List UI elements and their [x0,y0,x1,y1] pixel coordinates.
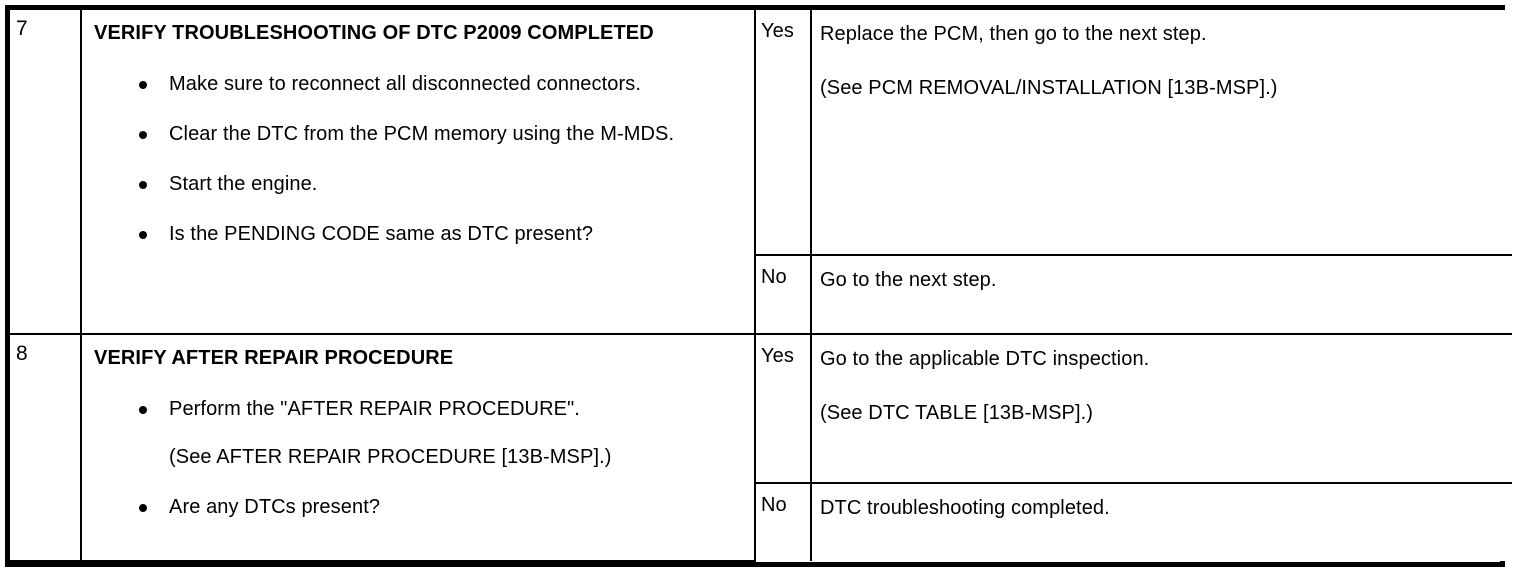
result-label: Yes [761,20,794,42]
step-number: 8 [16,342,28,366]
result-text: Go to the applicable DTC inspection. [820,348,1150,371]
result-label: No [761,266,787,288]
action-title: VERIFY AFTER REPAIR PROCEDURE [94,347,454,370]
step-number: 7 [16,17,28,40]
bullet-icon [139,231,147,239]
result-reference: (See DTC TABLE [13B-MSP].) [820,402,1094,425]
action-title: VERIFY TROUBLESHOOTING OF DTC P2009 COMP… [94,22,654,44]
list-item: Make sure to reconnect all disconnected … [94,70,744,98]
action-result-cell-no: DTC troubleshooting completed. [810,482,1512,561]
table-row: 8 VERIFY AFTER REPAIR PROCEDURE Perform … [10,333,1512,562]
list-item: Perform the "AFTER REPAIR PROCEDURE". (S… [94,395,744,471]
list-item: Clear the DTC from the PCM memory using … [94,120,744,148]
result-text: Go to the next step. [820,269,997,291]
action-bullet-list: Perform the "AFTER REPAIR PROCEDURE". (S… [94,395,744,521]
bullet-icon [139,81,147,89]
result-reference: (See PCM REMOVAL/INSTALLATION [13B-MSP].… [820,77,1278,99]
bullet-icon [139,504,147,513]
bullet-icon [139,181,147,189]
action-result-cell-no: Go to the next step. [810,253,1512,336]
result-label-cell-no: No [754,253,812,336]
list-item: Are any DTCs present? [94,493,744,521]
table-row: No DTC troubleshooting completed. [10,482,1512,561]
step-number-cell: 7 [10,10,82,336]
list-item: Start the engine. [94,170,744,198]
inspection-action-cell: VERIFY AFTER REPAIR PROCEDURE Perform th… [80,333,756,562]
list-item-label: Start the engine. [169,173,318,195]
list-item-label: Make sure to reconnect all disconnected … [169,73,642,95]
list-item-label: Are any DTCs present? [169,496,381,519]
action-result-cell-yes: Go to the applicable DTC inspection. (Se… [810,333,1512,485]
result-label: Yes [761,345,794,368]
result-label-cell-yes: Yes [754,333,812,485]
inspection-action-cell: VERIFY TROUBLESHOOTING OF DTC P2009 COMP… [80,10,756,336]
action-reference-note: (See AFTER REPAIR PROCEDURE [13B-MSP].) [169,446,612,469]
list-item-label: Is the PENDING CODE same as DTC present? [169,223,594,245]
bullet-icon [139,406,147,415]
result-label-cell-no: No [754,482,812,561]
result-label: No [761,494,787,517]
result-text: Replace the PCM, then go to the next ste… [820,23,1207,45]
result-label-cell-yes: Yes [754,10,812,256]
action-bullet-list: Make sure to reconnect all disconnected … [94,70,744,248]
table-row: No Go to the next step. [10,253,1512,336]
step-number-cell: 8 [10,333,82,562]
bullet-icon [139,131,147,139]
action-result-cell-yes: Replace the PCM, then go to the next ste… [810,10,1512,256]
result-text: DTC troubleshooting completed. [820,497,1110,520]
list-item: Is the PENDING CODE same as DTC present? [94,220,744,248]
dtc-troubleshooting-table: 7 VERIFY TROUBLESHOOTING OF DTC P2009 CO… [5,5,1512,567]
list-item-label: Clear the DTC from the PCM memory using … [169,123,675,145]
list-item-label: Perform the "AFTER REPAIR PROCEDURE". [169,398,580,421]
table-row: 7 VERIFY TROUBLESHOOTING OF DTC P2009 CO… [10,10,1512,336]
